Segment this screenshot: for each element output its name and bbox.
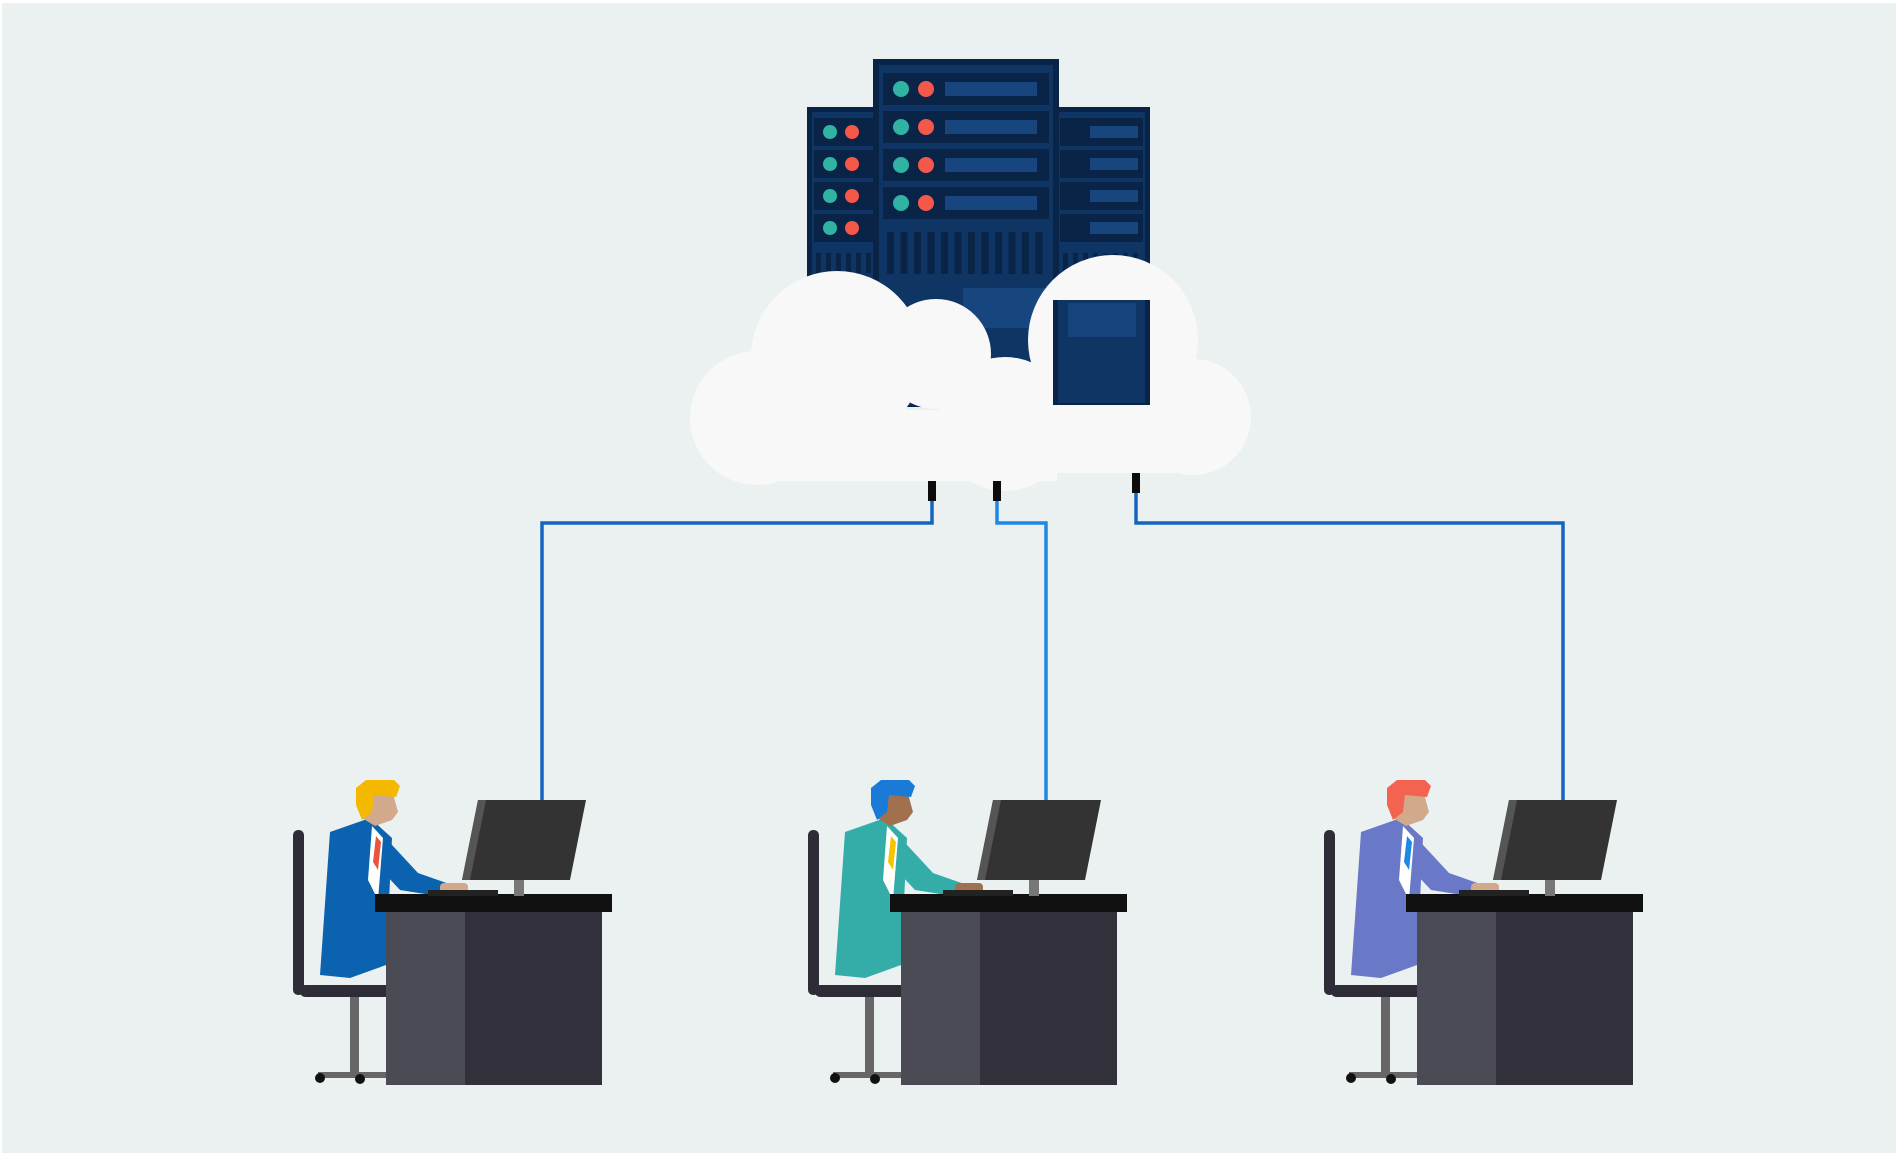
status-led — [893, 157, 909, 173]
status-led — [845, 221, 859, 235]
status-led — [823, 189, 837, 203]
desk-side — [465, 907, 602, 1085]
desk-front — [386, 907, 465, 1085]
desk-top — [1406, 894, 1643, 912]
cable-connector — [993, 481, 1001, 501]
workstation-center — [808, 780, 1127, 1085]
status-led — [893, 195, 909, 211]
desk-side — [980, 907, 1117, 1085]
chair-back — [808, 830, 819, 995]
network-cable — [995, 481, 1048, 801]
monitor-screen — [977, 800, 1101, 880]
keyboard — [428, 890, 498, 896]
monitor-screen — [1493, 800, 1617, 880]
chair-seat — [1331, 985, 1441, 997]
chair-wheel — [1346, 1073, 1356, 1083]
worker-hair — [356, 780, 400, 820]
chair-wheel — [355, 1074, 365, 1084]
chair-wheel — [315, 1073, 325, 1083]
status-led — [918, 195, 934, 211]
cable-connector — [1132, 473, 1140, 493]
desk-front — [1417, 907, 1496, 1085]
network-cable — [1134, 473, 1565, 801]
network-cable — [540, 481, 934, 801]
cloud-icon — [690, 255, 1251, 491]
status-led — [845, 157, 859, 171]
status-led — [918, 157, 934, 173]
monitor-stand — [1029, 880, 1039, 896]
network-cables — [540, 473, 1565, 801]
desk-top — [890, 894, 1127, 912]
worker-hair — [871, 780, 915, 820]
status-led — [845, 125, 859, 139]
status-led — [893, 81, 909, 97]
chair-back — [1324, 830, 1335, 995]
chair-post — [350, 997, 359, 1075]
worker-arm — [887, 832, 970, 898]
keyboard — [1459, 890, 1529, 896]
desk-top — [375, 894, 612, 912]
chair-seat — [815, 985, 925, 997]
status-led — [918, 81, 934, 97]
status-led — [845, 189, 859, 203]
status-led — [823, 221, 837, 235]
monitor-screen — [462, 800, 586, 880]
status-led — [918, 119, 934, 135]
chair-wheel — [1386, 1074, 1396, 1084]
monitor-stand — [1545, 880, 1555, 896]
chair-post — [1381, 997, 1390, 1075]
worker-tie — [373, 836, 381, 870]
worker-tie — [1404, 836, 1412, 870]
worker-tie — [888, 836, 896, 870]
status-led — [893, 119, 909, 135]
chair-wheel — [830, 1073, 840, 1083]
chair-back — [293, 830, 304, 995]
status-led — [823, 157, 837, 171]
status-led — [823, 125, 837, 139]
workstation-right — [1324, 780, 1643, 1085]
keyboard — [943, 890, 1013, 896]
desk-front — [901, 907, 980, 1085]
chair-wheel — [870, 1074, 880, 1084]
monitor-stand — [514, 880, 524, 896]
chair-post — [865, 997, 874, 1075]
chair-seat — [300, 985, 410, 997]
workstation-left — [293, 780, 612, 1085]
worker-arm — [1403, 832, 1486, 898]
worker-arm — [372, 832, 455, 898]
worker-hair — [1387, 780, 1431, 820]
desk-side — [1496, 907, 1633, 1085]
cable-connector — [928, 481, 936, 501]
